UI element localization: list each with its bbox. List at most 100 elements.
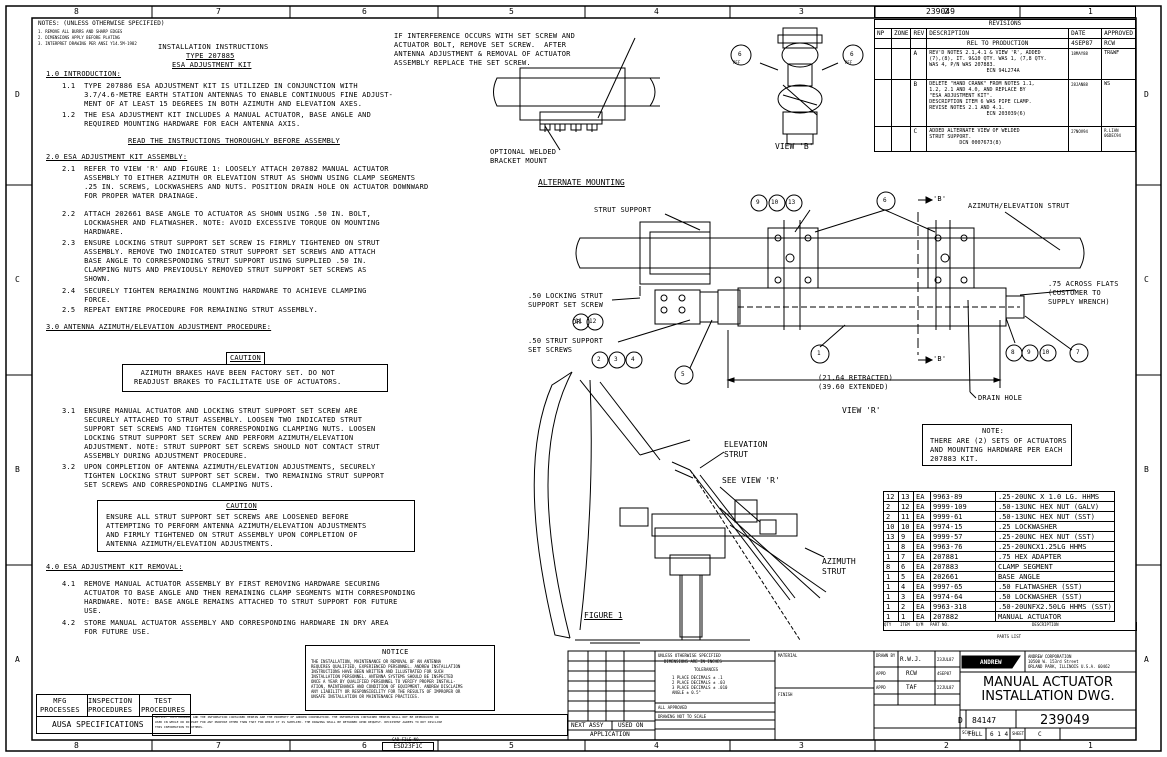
col-label: 3 (799, 741, 804, 750)
balloon-number: 8 (1011, 349, 1015, 356)
balloon-number: 7 (1076, 349, 1080, 356)
tolerance-header: DIMENSIONS ARE IN INCHES (664, 659, 722, 664)
label-view-b: VIEW 'B' (775, 142, 814, 151)
drawing-number: 239049 (1040, 713, 1090, 728)
balloon-number: 10 (771, 199, 779, 206)
label-or: OR (572, 318, 581, 326)
alternate-mount-sketch (493, 37, 660, 151)
label-alternate-mounting: ALTERNATE MOUNTING (538, 178, 625, 187)
row-label: C (15, 275, 20, 284)
balloon-number: 10 (1042, 349, 1050, 356)
sheet-label: SHEET (1012, 731, 1025, 736)
footer-label: U/M (916, 622, 924, 627)
col-label: 8 (74, 7, 79, 16)
view-b-sketch (759, 27, 839, 145)
paragraph: 2.4 SECURELY TIGHTEN REMAINING MOUNTING … (62, 287, 367, 304)
label-az-el-strut: AZIMUTH/ELEVATION STRUT (968, 202, 1070, 210)
paragraph: 2.3 ENSURE LOCKING STRUT SUPPORT SET SCR… (62, 239, 380, 283)
parts-footer: QTY ITEM U/M PART NO. DESCRIPTION (883, 622, 1137, 631)
material-label: MATERIAL (778, 653, 798, 658)
col-label: 1 (1088, 741, 1093, 750)
balloon-number: 11 (575, 318, 583, 325)
tolerance-footer: ALL APPROVED (658, 705, 687, 710)
col-label: 2 (944, 741, 949, 750)
row-label: D (15, 90, 20, 99)
drawn-by: R.W.J. (900, 656, 922, 663)
balloon-number: 4 (631, 356, 635, 363)
notice-title: NOTICE (382, 648, 409, 656)
col-label: 8 (74, 741, 79, 750)
balloon-number: 12 (589, 318, 597, 325)
col-label: 5 (509, 7, 514, 16)
col-label: 6 (362, 741, 367, 750)
rev-date: 27NOV94 (1068, 126, 1103, 152)
andrew-logo: ANDREW (980, 659, 1002, 666)
rev-date: 28JAN88 (1068, 79, 1103, 127)
spec-mfg: MFG PROCESSES (40, 697, 80, 714)
label-view-r: VIEW 'R' (842, 406, 881, 415)
cage-code: 84147 (972, 716, 997, 725)
caution-text: AZIMUTH BRAKES HAVE BEEN FACTORY SET. DO… (134, 369, 342, 386)
balloon-number: 9 (756, 199, 760, 206)
tolerance-footer: DRAWING NOT TO SCALE (658, 714, 707, 719)
note-title: NOTE: (982, 427, 1005, 435)
caution-box (122, 364, 388, 392)
caution-text: ENSURE ALL STRUT SUPPORT SET SCREWS ARE … (106, 513, 367, 548)
balloon-number: 3 (614, 356, 618, 363)
table-header-row: NP ZONE REV DESCRIPTION DATE APPROVED (874, 28, 1136, 39)
checked-label: APPD (876, 671, 886, 676)
paragraph: 3.2 UPON COMPLETION OF ANTENNA AZIMUTH/E… (62, 463, 385, 489)
rev-description: ADDED ALTERNATE VIEW OF WELDED STRUT SUP… (926, 126, 1070, 152)
label-strut-support: STRUT SUPPORT (594, 206, 652, 214)
row-label: B (15, 465, 20, 474)
instructions-subtitle: ESA ADJUSTMENT KIT (172, 61, 252, 69)
proprietary-notice: NOTICE: THIS DRAWING AND THE INFORMATION… (155, 715, 443, 729)
footer-label: ITEM (900, 622, 910, 627)
tolerance-values: 1 PLACE DECIMALS ± .1 2 PLACE DECIMALS ±… (672, 675, 728, 695)
note-line: 2. DIMENSIONS APPLY BEFORE PLATING (38, 35, 120, 40)
table-row: REL TO PRODUCTION 4SEP87 RCW (874, 38, 1136, 49)
approved-by: TAF (906, 684, 917, 691)
balloon-number: 13 (788, 199, 796, 206)
balloon-6 (730, 44, 752, 66)
notes-header: NOTES: (UNLESS OTHERWISE SPECIFIED) (38, 20, 165, 27)
application-label: APPLICATION (590, 731, 630, 738)
balloon-6 (842, 44, 864, 66)
col-label: 3 (799, 7, 804, 16)
label-retracted: (21.64 RETRACTED) (818, 374, 894, 382)
paragraph: 2.5 REPEAT ENTIRE PROCEDURE FOR REMAININ… (62, 306, 319, 314)
rev-approved: WS (1101, 79, 1136, 127)
footer-label: DESCRIPTION (1032, 622, 1059, 627)
scale-value: FULL (968, 731, 983, 738)
label-elevation-strut: ELEVATION STRUT (724, 440, 768, 459)
cad-file-label: CAD FILE NO. (392, 737, 421, 742)
section-heading: 2.0 ESA ADJUSTMENT KIT ASSEMBLY: (46, 153, 188, 161)
caution-title: CAUTION (226, 502, 257, 510)
checked-by: RCW (906, 670, 917, 677)
balloon-number: 1 (817, 350, 821, 357)
label-extended: (39.60 EXTENDED) (818, 383, 889, 391)
col-label: 4 (654, 7, 659, 16)
col-label: 2 (944, 7, 949, 16)
view-r-assembly (575, 196, 1085, 399)
paragraph: 1.1 TYPE 207886 ESA ADJUSTMENT KIT IS UT… (62, 82, 394, 108)
notice-text: THE INSTALLATION, MAINTENANCE OR REMOVAL… (311, 659, 463, 699)
paragraph: 4.2 STORE MANUAL ACTUATOR ASSEMBLY AND C… (62, 619, 389, 636)
drawn-date: 23JUL87 (937, 657, 954, 662)
checked-date: 4SEP87 (937, 671, 952, 676)
drawn-label: DRAWN BY (876, 653, 896, 658)
instructions-title: INSTALLATION INSTRUCTIONS (158, 43, 269, 51)
approved-date: 22JUL87 (937, 685, 954, 690)
label-figure-1: FIGURE 1 (584, 611, 623, 620)
label-ref: REF (845, 60, 853, 65)
balloon-number: 5 (681, 371, 685, 378)
size-letter: D (958, 716, 963, 725)
table-cell: 207882 (930, 611, 996, 622)
row-label: D (1144, 90, 1149, 99)
notice-box (305, 645, 495, 711)
footer-label: QTY (884, 622, 892, 627)
row-label: A (15, 655, 20, 664)
